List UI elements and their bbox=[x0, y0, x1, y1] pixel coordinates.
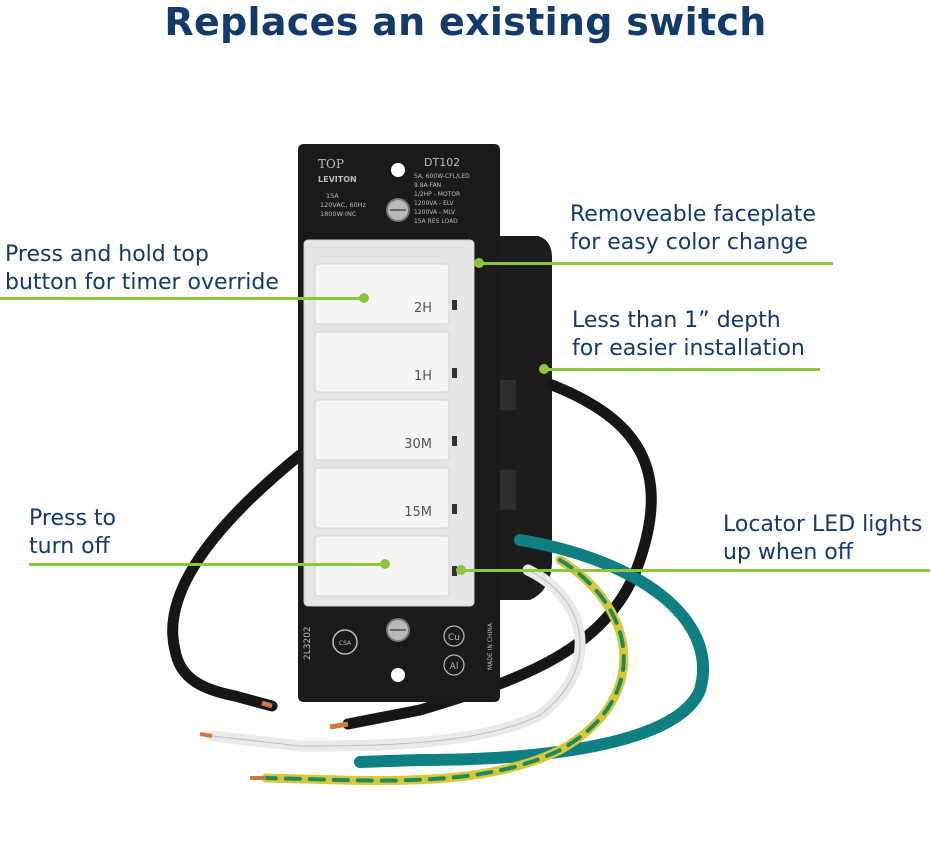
rating-right-4: 1200VA - ELV bbox=[414, 200, 455, 207]
rating-left-2: 120VAC, 60Hz bbox=[320, 201, 367, 209]
button-led bbox=[452, 368, 457, 378]
button-label-1h: 1H bbox=[414, 369, 432, 384]
callout-depth: Less than 1” depth for easier installati… bbox=[572, 307, 805, 363]
rating-right-1: 5A, 600W-CFL/LED bbox=[414, 173, 470, 180]
rating-right-6: 15A RES LOAD bbox=[414, 218, 458, 225]
rating-right-5: 1200VA - MLV bbox=[414, 209, 456, 216]
black-wire-left bbox=[167, 449, 306, 712]
top-mark: TOP bbox=[318, 157, 344, 171]
brand-mark: LEVITON bbox=[318, 175, 357, 184]
callout-top-button-leader bbox=[0, 297, 364, 300]
callout-top-button-line1: Press and hold top bbox=[5, 242, 209, 267]
callout-top-button-dot bbox=[359, 293, 369, 303]
al-mark-circle bbox=[443, 654, 465, 676]
callout-faceplate-line1: Removeable faceplate bbox=[570, 202, 816, 227]
callout-off-leader bbox=[29, 563, 385, 566]
white-wire-edge bbox=[211, 569, 581, 747]
model-mark: DT102 bbox=[424, 156, 460, 169]
button-label-15m: 15M bbox=[404, 505, 432, 520]
cu-mark-circle bbox=[443, 625, 465, 647]
button-led bbox=[452, 436, 457, 446]
callout-faceplate: Removeable faceplate for easy color chan… bbox=[570, 201, 816, 257]
callout-led-line2: up when off bbox=[723, 540, 853, 565]
csa-mark: CSA bbox=[339, 640, 352, 647]
callout-off-line1: Press to bbox=[29, 506, 116, 531]
callout-faceplate-dot bbox=[474, 258, 484, 268]
copper-tip bbox=[199, 732, 213, 738]
callout-depth-line1: Less than 1” depth bbox=[572, 308, 781, 333]
strap-screw-hole bbox=[391, 668, 405, 682]
button-label-2h: 2H bbox=[414, 301, 432, 316]
cu-mark: Cu bbox=[448, 633, 460, 643]
callout-led-line1: Locator LED lights bbox=[723, 512, 923, 537]
csa-logo bbox=[332, 629, 358, 655]
callout-faceplate-line2: for easy color change bbox=[570, 230, 808, 255]
timer-button-2h bbox=[314, 263, 450, 325]
callout-led-dot bbox=[456, 565, 466, 575]
strap-screw-hole bbox=[391, 163, 405, 177]
timer-button-1h bbox=[314, 331, 450, 393]
button-led bbox=[452, 504, 457, 514]
callout-off-line2: turn off bbox=[29, 534, 110, 559]
callout-led-leader bbox=[461, 569, 930, 572]
callout-off-dot bbox=[380, 559, 390, 569]
ground-wire-stripe bbox=[264, 558, 626, 783]
callout-led: Locator LED lights up when off bbox=[723, 511, 922, 567]
rating-right-3: 1/2HP - MOTOR bbox=[414, 191, 460, 198]
made-in-mark: MADE IN CHINA bbox=[487, 622, 494, 670]
callout-depth-leader bbox=[544, 368, 820, 371]
al-mark: Al bbox=[450, 662, 459, 672]
page-title: Replaces an existing switch bbox=[164, 0, 767, 44]
timer-button-30m bbox=[314, 399, 450, 461]
callout-top-button-line2: button for timer override bbox=[5, 270, 279, 295]
callout-faceplate-leader bbox=[479, 262, 833, 265]
callout-depth-dot bbox=[539, 364, 549, 374]
copper-tip bbox=[261, 700, 273, 709]
rating-right-2: 9.8A-FAN bbox=[414, 182, 441, 189]
rating-left-1: 15A bbox=[326, 192, 339, 200]
callout-depth-line2: for easier installation bbox=[572, 336, 805, 361]
timer-button-15m bbox=[314, 467, 450, 529]
button-led bbox=[452, 300, 457, 310]
button-label-30m: 30M bbox=[404, 437, 432, 452]
side-mark: 2L3202 bbox=[303, 626, 313, 660]
copper-tip bbox=[329, 721, 349, 730]
callout-top-button: Press and hold top button for timer over… bbox=[5, 241, 279, 297]
rating-left-3: 1800W-INC bbox=[320, 210, 357, 218]
locator-led bbox=[452, 566, 457, 576]
callout-off: Press to turn off bbox=[29, 505, 116, 561]
